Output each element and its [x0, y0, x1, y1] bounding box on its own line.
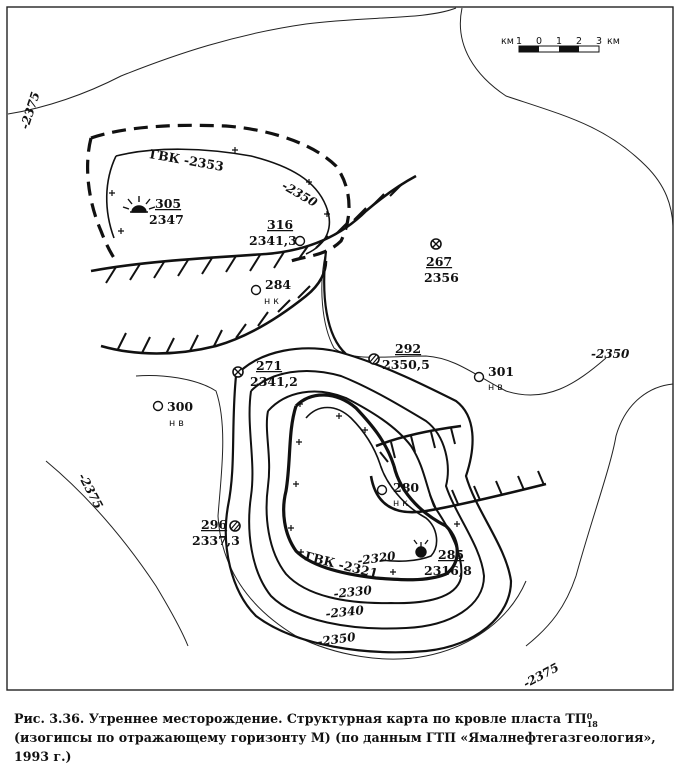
contour-label: -2350: [591, 347, 630, 361]
well-circle-icon: [376, 484, 388, 496]
well-number: 300: [167, 399, 193, 414]
well-number: 316: [267, 217, 293, 232]
contour-2340: [248, 370, 486, 630]
well-value: 2347: [149, 212, 184, 227]
fault-upper-hachures: [105, 183, 403, 284]
well-301: 301 н в: [473, 364, 514, 393]
well-value: 2341,3: [249, 233, 297, 248]
scale-tick-label: 2: [576, 36, 582, 47]
well-267: 267 2356: [424, 238, 459, 285]
well-number: 285: [438, 547, 464, 562]
well-value: 2350,5: [382, 357, 430, 372]
contour-2375-top: [7, 7, 457, 115]
well-284: 284 н к: [250, 277, 291, 307]
well-280: 280 н к: [376, 480, 419, 509]
contour-2330: [265, 390, 463, 605]
crossed-circle-icon: [232, 366, 244, 378]
well-value: 2341,2: [250, 374, 298, 389]
scale-unit-right: км: [607, 36, 620, 47]
gvk-north-line: [90, 123, 351, 263]
contour-label: -2340: [325, 603, 365, 621]
well-number: 271: [256, 358, 282, 373]
scale-tick-label: 0: [536, 36, 542, 47]
caption-suffix: (изогипсы по: [14, 730, 115, 745]
contour-2350-north: [115, 148, 331, 255]
contour-2350-outer: [321, 250, 607, 396]
gvk-south-ticks: [288, 401, 460, 575]
well-value: н к: [264, 296, 279, 307]
well-number: 301: [488, 364, 514, 379]
contour-2350-south: [224, 250, 513, 654]
gas-well-icon: [122, 196, 156, 213]
well-number: 292: [395, 341, 421, 356]
scale-tick-label: 1: [556, 36, 562, 47]
contour-2320: [305, 406, 438, 562]
contour-label: -2350: [316, 630, 357, 649]
well-number: 305: [155, 196, 181, 211]
well-number: 267: [426, 254, 452, 269]
gvk-north-left: [86, 137, 118, 262]
well-305: 305 2347: [122, 196, 184, 227]
well-value: 2316,8: [424, 563, 472, 578]
well-296: 296 2337,3: [192, 517, 241, 548]
well-circle-icon: [250, 284, 262, 296]
caption-formation-sup: 0: [586, 710, 593, 721]
well-value: н в: [488, 382, 503, 393]
hatched-circle-icon: [229, 520, 241, 532]
fault-lower-hachures: [117, 285, 311, 355]
well-number: 296: [201, 517, 227, 532]
well-316: 316 2341,3: [249, 217, 306, 248]
scale-tick-label: 3: [596, 36, 602, 47]
caption-formation-sub: 18: [586, 718, 598, 729]
well-285: 285 2316,8: [413, 539, 472, 578]
structural-map: км 1 0 1 2 3 км -2375 -2375 -2375 -2350 …: [6, 6, 674, 691]
scale-bar: км 1 0 1 2 3 км: [501, 36, 620, 53]
contour-2350-north-left: [105, 155, 117, 239]
figure-caption: Рис. 3.36. Утреннее месторождение. Струк…: [14, 709, 670, 766]
contour-2375-left: [45, 460, 189, 647]
scale-tick-label: 1: [516, 36, 522, 47]
well-292: 292 2350,5: [368, 341, 430, 372]
fault-lower: [100, 260, 328, 355]
gvk-south-line: [282, 393, 459, 582]
well-circle-icon: [152, 400, 164, 412]
well-271: 271 2341,2: [232, 358, 298, 389]
oil-well-icon: [413, 539, 429, 558]
fault-upper: [90, 174, 417, 273]
caption-prefix: Рис. 3.36. Утреннее месторождение. Струк…: [14, 711, 562, 726]
well-value: н в: [169, 418, 184, 429]
well-value: 2337,3: [192, 533, 240, 548]
well-value: н к: [393, 498, 408, 509]
contour-label: -2320: [356, 549, 397, 568]
well-circle-icon: [473, 371, 485, 383]
well-number: 280: [393, 480, 419, 495]
contour-label: -2330: [333, 583, 373, 601]
contour-2375-bottom: [525, 383, 674, 647]
well-circle-icon: [294, 235, 306, 247]
contour-inner-left: [135, 375, 527, 660]
well-value: 2356: [424, 270, 459, 285]
scale-unit-left: км: [501, 36, 514, 47]
hatched-circle-icon: [368, 353, 380, 365]
well-300: 300 н в: [152, 399, 193, 429]
contour-2375-right: [459, 7, 674, 227]
well-number: 284: [265, 277, 291, 292]
gvk-north-ticks: [109, 147, 330, 234]
crossed-circle-icon: [430, 238, 442, 250]
